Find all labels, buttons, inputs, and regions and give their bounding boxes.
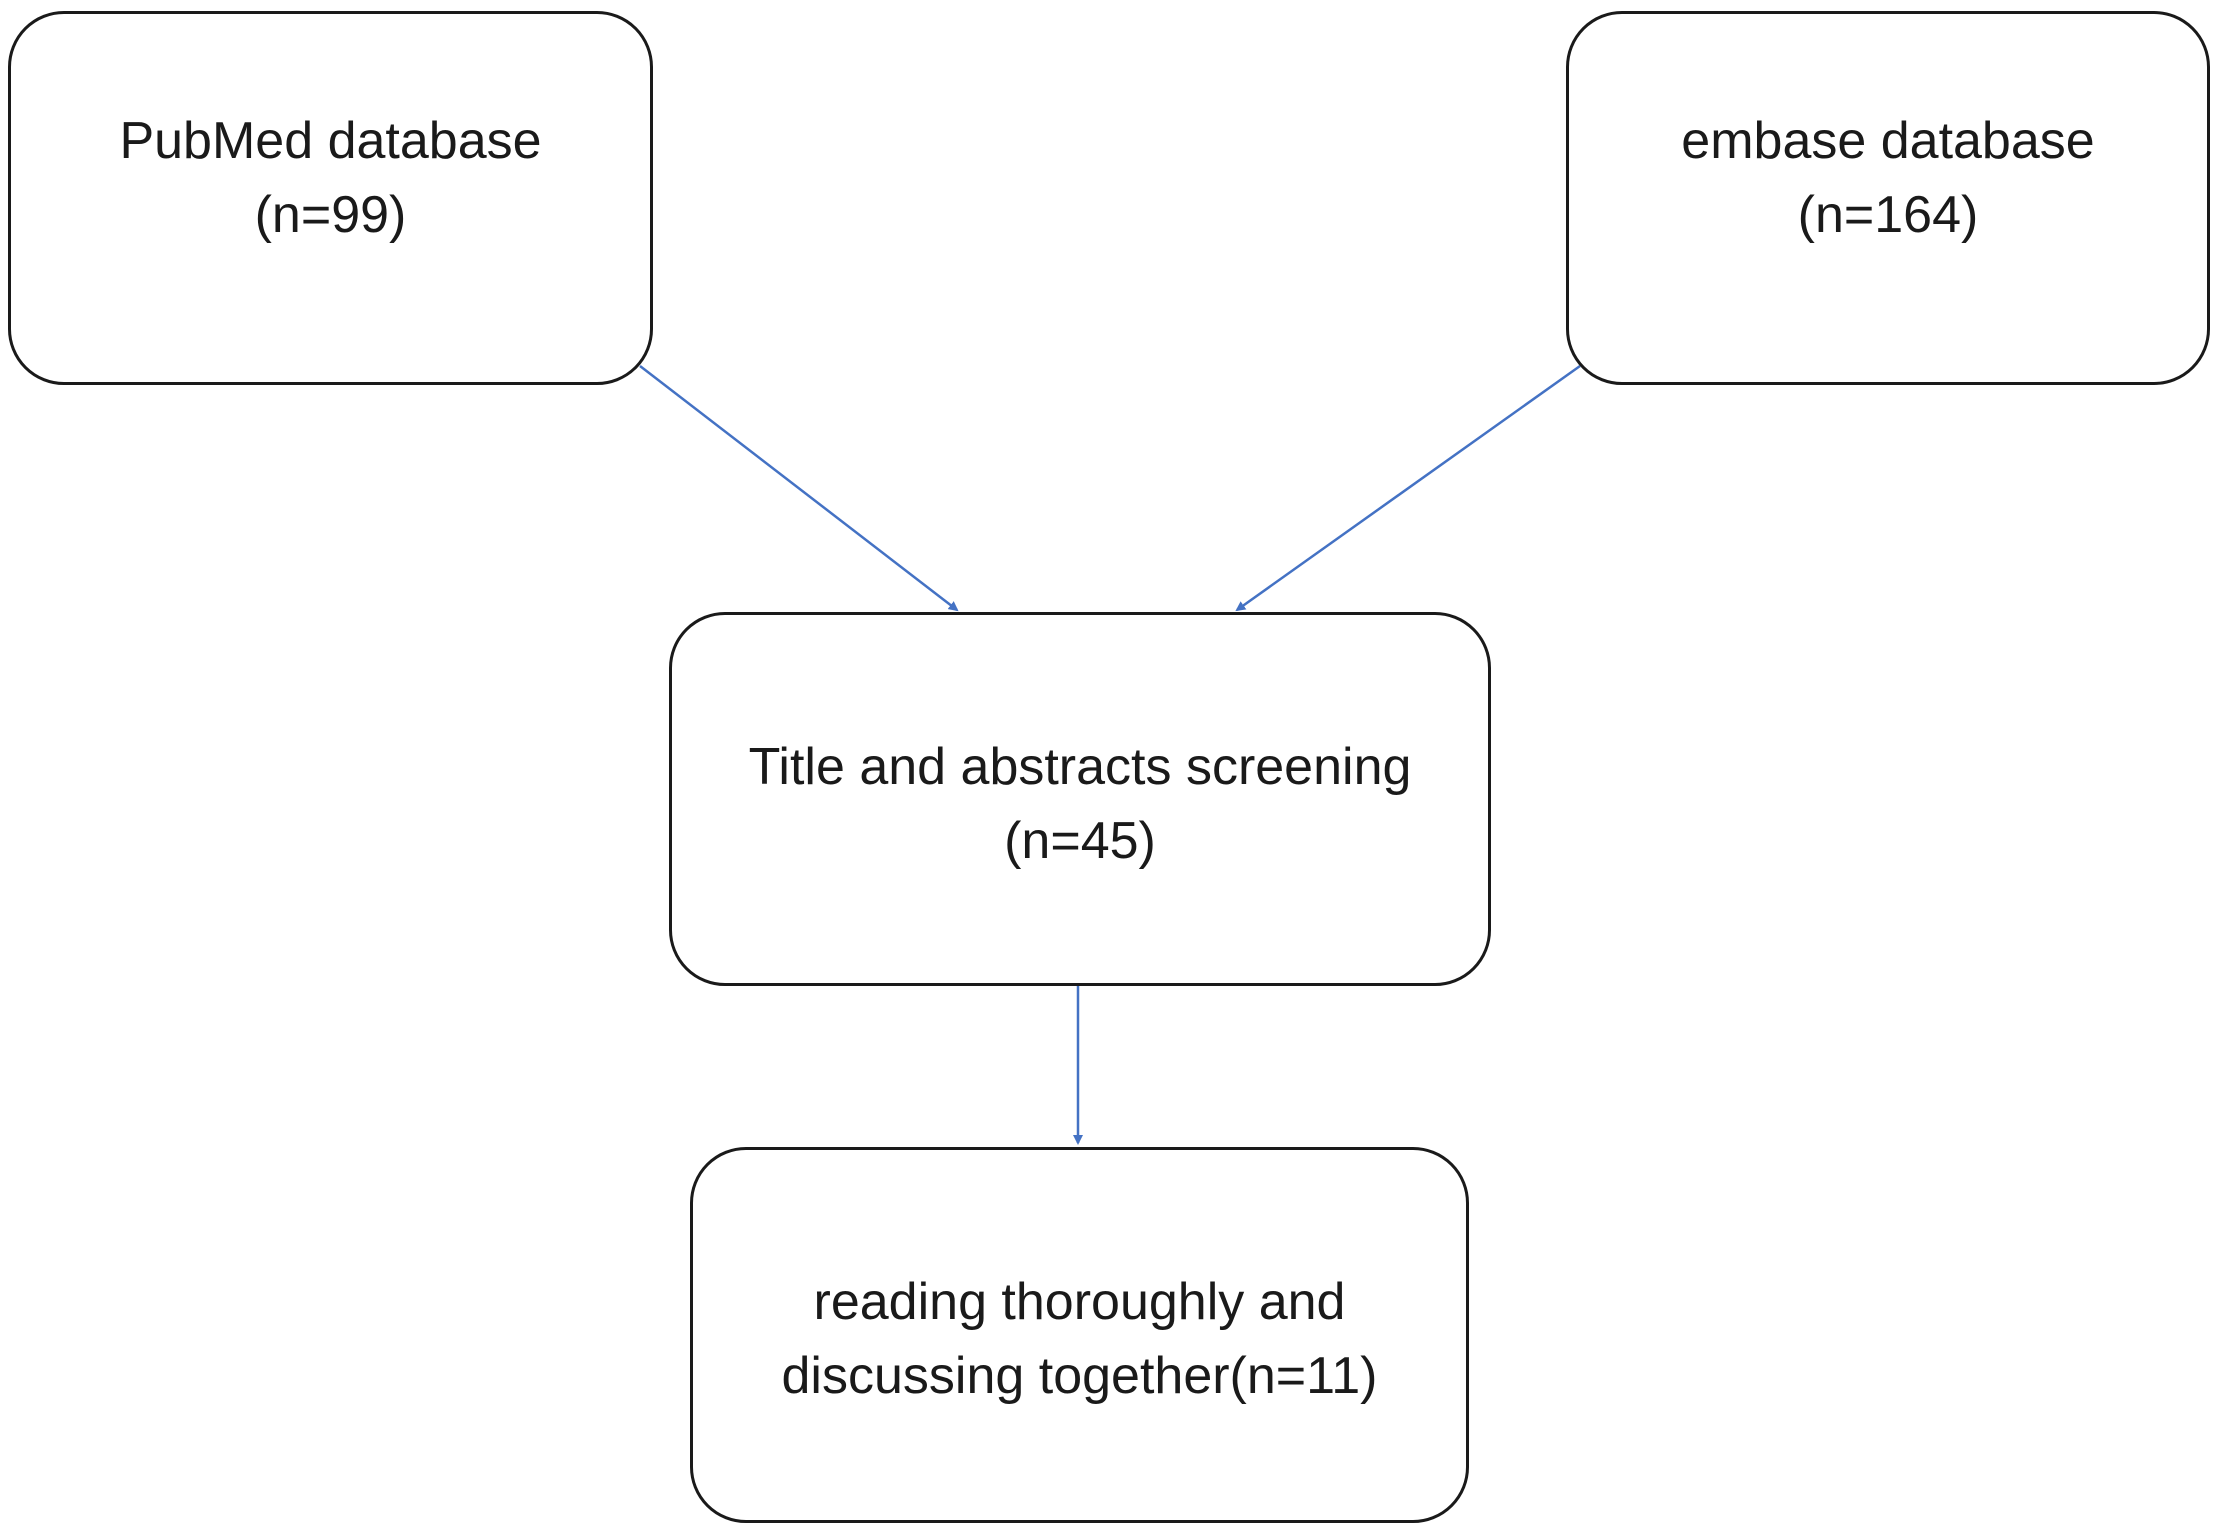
pubmed-database-box: PubMed database (n=99) [8, 11, 653, 385]
screening-box-count: (n=45) [1004, 812, 1156, 870]
embase-database-box: embase database (n=164) [1566, 11, 2210, 385]
arrow-embase-to-screening [1235, 364, 1581, 612]
pubmed-box-count: (n=99) [254, 186, 407, 244]
embase-box-count: (n=164) [1797, 186, 1979, 244]
screening-box-title: Title and abstracts screening [748, 738, 1412, 796]
arrow-pubmed-to-screening [639, 365, 959, 612]
reading-box-line1: reading thoroughly and [813, 1273, 1346, 1331]
screening-box: Title and abstracts screening (n=45) [669, 612, 1491, 986]
reading-box: reading thoroughly and discussing togeth… [690, 1147, 1469, 1523]
pubmed-box-title: PubMed database [119, 112, 542, 170]
embase-box-title: embase database [1681, 112, 2095, 170]
reading-box-line2: discussing together(n=11) [781, 1347, 1378, 1405]
